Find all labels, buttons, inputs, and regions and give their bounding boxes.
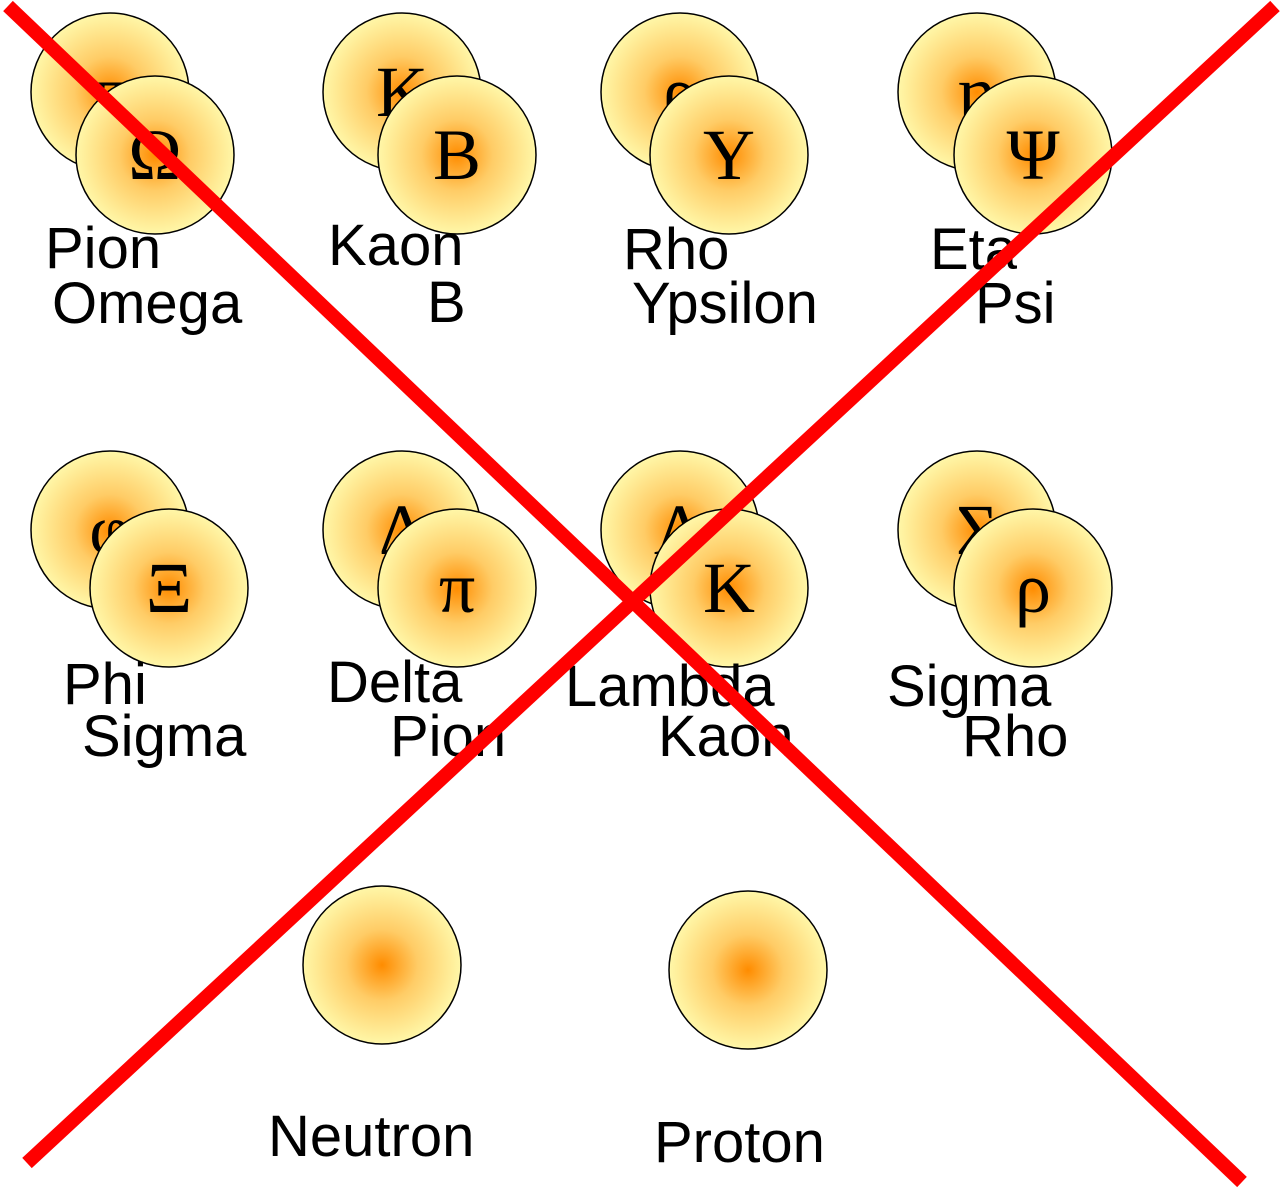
nucleon-neutron: Neutron	[268, 886, 474, 1169]
particle-pair-eta-psi: η Ψ Eta Psi	[898, 13, 1112, 336]
particle-pair-sigma-rho: Σ ρ Sigma Rho	[887, 451, 1112, 769]
nucleon-proton: Proton	[654, 891, 827, 1175]
nucleon-ball	[303, 886, 461, 1044]
particle-symbol: Ξ	[146, 548, 192, 628]
nucleon-label: Neutron	[268, 1104, 474, 1169]
particle-symbol: Β	[433, 115, 481, 195]
nucleon-ball	[669, 891, 827, 1049]
particle-label: Sigma	[82, 704, 247, 769]
particle-label: Rho	[962, 704, 1068, 769]
particle-label: Kaon	[328, 213, 463, 278]
particle-symbol: ρ	[1015, 548, 1051, 628]
nucleon-label: Proton	[654, 1110, 825, 1175]
particle-pair-phi-sigma: φ Ξ Phi Sigma	[31, 451, 248, 769]
particle-symbol: Κ	[703, 548, 755, 628]
particle-label: B	[427, 270, 466, 335]
particle-symbol: π	[439, 548, 475, 628]
particle-symbol: Ψ	[1006, 115, 1059, 195]
particle-symbol: Υ	[703, 115, 755, 195]
particle-label: Ypsilon	[632, 271, 818, 336]
particle-label: Omega	[52, 271, 243, 336]
particle-pair-kaon-b: Κ Β Kaon B	[323, 13, 536, 335]
particle-pair-lambda-kaon: Λ Κ Lambda Kaon	[565, 451, 808, 769]
particle-pair-rho-ypsilon: ρ Υ Rho Ypsilon	[601, 13, 818, 336]
